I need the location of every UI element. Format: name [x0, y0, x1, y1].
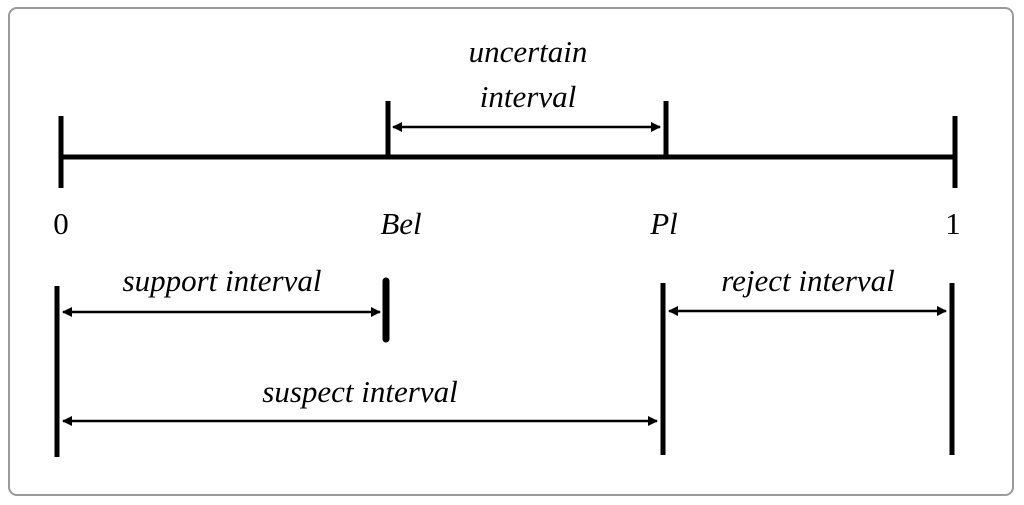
- support-interval-label: support interval: [123, 263, 322, 298]
- label-zero: 0: [53, 206, 69, 241]
- label-pl: Pl: [649, 206, 678, 241]
- diagram-frame: [8, 7, 1014, 496]
- uncertain-label-line1: uncertain: [469, 34, 588, 69]
- reject-interval-label: reject interval: [721, 263, 895, 298]
- uncertain-label-line2: interval: [480, 79, 576, 114]
- suspect-interval-label: suspect interval: [262, 374, 457, 409]
- label-one: 1: [945, 206, 961, 241]
- label-bel: Bel: [380, 206, 421, 241]
